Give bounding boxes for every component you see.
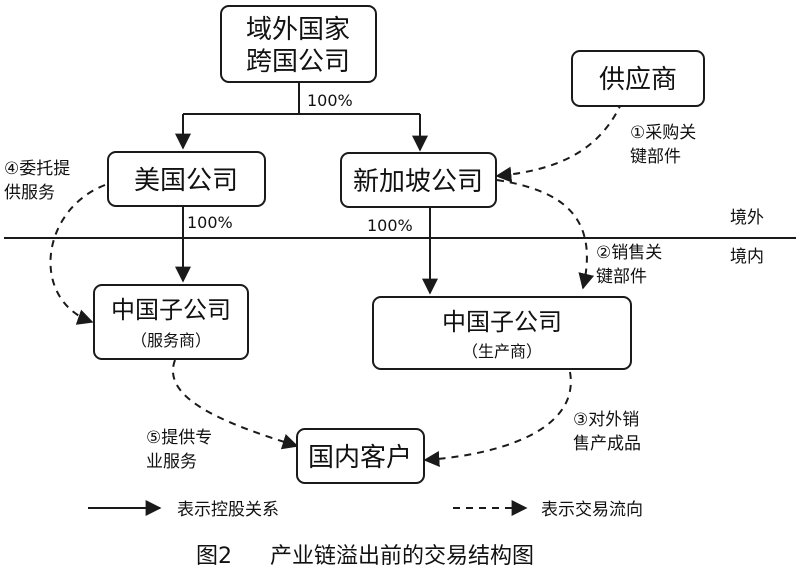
border-inside-label: 境内 bbox=[730, 247, 764, 267]
svg-text:中国子公司: 中国子公司 bbox=[442, 308, 562, 336]
border-outside-label: 境外 bbox=[730, 208, 764, 228]
svg-text:域外国家: 域外国家 bbox=[246, 15, 350, 45]
node-cn-sub-producer: 中国子公司 （生产商） bbox=[372, 296, 632, 370]
node-singapore-company: 新加坡公司 bbox=[340, 152, 497, 208]
flow-4-label: ④委托提 供服务 bbox=[4, 159, 76, 203]
legend-dashed-label: 表示交易流向 bbox=[541, 500, 643, 520]
node-domestic-customer: 国内客户 bbox=[296, 428, 425, 484]
flow-1-label: ①采购关 键部件 bbox=[630, 123, 702, 167]
share-us-label: 100% bbox=[187, 213, 233, 232]
node-supplier: 供应商 bbox=[571, 50, 705, 107]
svg-text:新加坡公司: 新加坡公司 bbox=[353, 167, 483, 197]
svg-text:供应商: 供应商 bbox=[599, 65, 677, 95]
transaction-flows bbox=[49, 101, 623, 468]
svg-text:中国子公司: 中国子公司 bbox=[111, 296, 231, 324]
caption-title: 产业链溢出前的交易结构图 bbox=[270, 544, 534, 569]
node-foreign-mnc: 域外国家 跨国公司 bbox=[220, 5, 377, 83]
ownership-lines bbox=[175, 82, 438, 295]
node-cn-sub-service: 中国子公司 （服务商） bbox=[93, 284, 249, 360]
flow-3-label: ③对外销 售产成品 bbox=[573, 410, 645, 454]
legend-solid-label: 表示控股关系 bbox=[177, 500, 279, 520]
svg-text:国内客户: 国内客户 bbox=[308, 443, 412, 473]
share-sg-label: 100% bbox=[367, 216, 413, 235]
flow-2-label: ②销售关 键部件 bbox=[596, 243, 668, 287]
svg-text:（生产商）: （生产商） bbox=[462, 342, 542, 361]
svg-text:（服务商）: （服务商） bbox=[131, 331, 211, 350]
node-us-company: 美国公司 bbox=[107, 151, 266, 207]
flow-5-label: ⑤提供专 业服务 bbox=[146, 428, 218, 472]
svg-text:美国公司: 美国公司 bbox=[134, 166, 238, 196]
caption-figure-number: 图2 bbox=[196, 544, 232, 569]
svg-text:跨国公司: 跨国公司 bbox=[246, 47, 350, 77]
legend: 表示控股关系 表示交易流向 bbox=[88, 500, 643, 520]
share-mnc-label: 100% bbox=[307, 91, 353, 110]
